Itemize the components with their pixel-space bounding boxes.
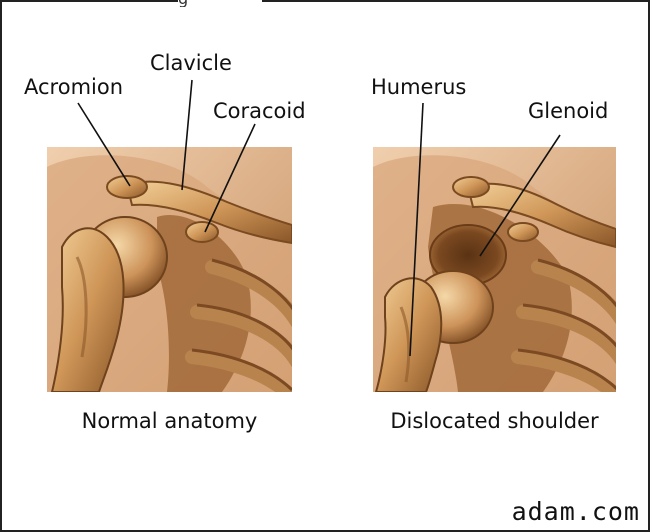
dislocated-shoulder-caption: Dislocated shoulder (363, 411, 626, 432)
dislocated-shoulder-illustration (373, 147, 616, 392)
cropped-caption-fragment: g (178, 0, 260, 7)
frame-top-rule-right (262, 0, 650, 2)
glenoid-label: Glenoid (528, 101, 608, 122)
brand-watermark: adam.com (512, 499, 640, 524)
frame-top-rule-left (0, 0, 178, 2)
acromion-label: Acromion (24, 77, 123, 98)
coracoid-label: Coracoid (213, 101, 306, 122)
humerus-label: Humerus (371, 77, 466, 98)
clavicle-label: Clavicle (150, 53, 232, 74)
normal-anatomy-caption: Normal anatomy (47, 411, 292, 432)
normal-anatomy-illustration (47, 147, 292, 392)
